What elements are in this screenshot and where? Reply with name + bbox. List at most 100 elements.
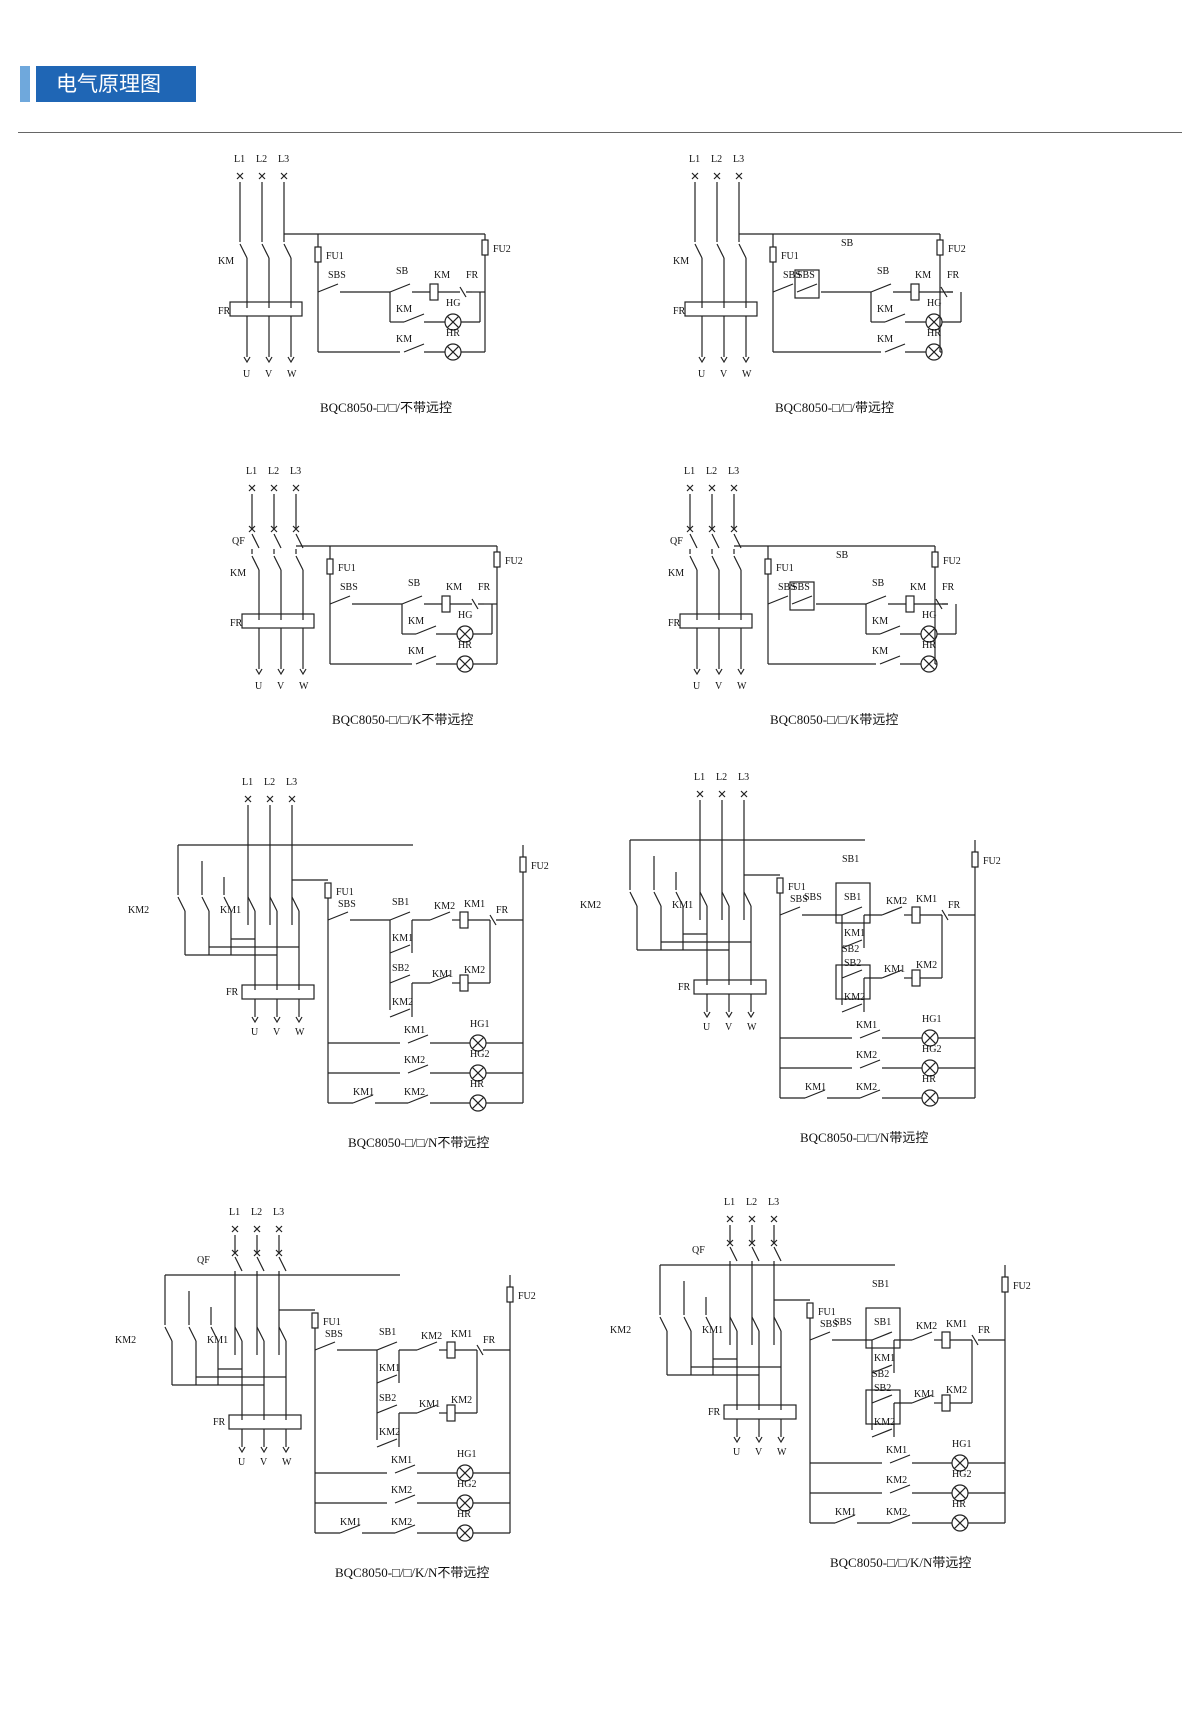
remote-box-1	[865, 1307, 901, 1349]
line-label: L1	[246, 466, 257, 477]
out-label: V	[277, 681, 285, 692]
no-contact	[394, 1464, 416, 1474]
diagram-caption: BQC8050-□/□/带远控	[775, 400, 894, 415]
power-contact	[256, 1256, 265, 1272]
fu1-fuse	[326, 558, 334, 575]
sb1-top-label: SB1	[842, 854, 859, 865]
power-contact	[247, 896, 256, 912]
hg2-label: HG2	[922, 1044, 941, 1055]
sb2-label: SB2	[874, 1383, 891, 1394]
output-arrow	[265, 356, 273, 364]
lamp2-contact-label: KM2	[391, 1485, 412, 1496]
out-label: W	[742, 369, 752, 380]
no-contact	[871, 1331, 893, 1341]
hr-label: HR	[458, 640, 472, 651]
power-contact	[273, 555, 282, 571]
lamp-cross	[458, 1496, 472, 1510]
power-contact	[689, 533, 698, 549]
no-contact	[394, 1494, 416, 1504]
terminal-mark	[686, 484, 694, 492]
no-contact	[376, 1438, 398, 1448]
terminal-mark	[696, 790, 704, 798]
fu1-fuse	[314, 246, 322, 263]
terminal-mark	[748, 1239, 756, 1247]
sbs-label: SBS	[340, 582, 358, 593]
out-label: V	[265, 369, 273, 380]
power-contact	[164, 1326, 173, 1342]
row1-interlock-label: KM2	[421, 1331, 442, 1342]
remote-box-1	[835, 882, 871, 924]
fr-block	[723, 1404, 797, 1420]
fr-block	[684, 301, 758, 317]
line-label: L3	[733, 154, 744, 165]
no-contact	[407, 1094, 429, 1104]
power-contact	[269, 896, 278, 912]
fu1-fuse	[769, 246, 777, 263]
no-contact	[376, 1341, 398, 1351]
terminal-mark	[740, 790, 748, 798]
terminal-mark	[236, 172, 244, 180]
fu2-fuse	[519, 856, 527, 873]
row1-interlock-label: KM2	[434, 901, 455, 912]
hold-label: KM	[877, 304, 893, 315]
hg-label: HG	[927, 298, 941, 309]
power-contact	[729, 1316, 738, 1332]
output-arrow	[282, 1446, 290, 1454]
sbs-label: SBS	[820, 1319, 838, 1330]
output-arrow	[299, 668, 307, 676]
sb1-label: SB1	[392, 897, 409, 908]
output-arrow	[725, 1011, 733, 1019]
remote-box	[794, 269, 820, 299]
hg-label: HG	[446, 298, 460, 309]
power-contact	[711, 533, 720, 549]
lamp-cross	[446, 345, 460, 359]
line-label: L3	[290, 466, 301, 477]
power-contact	[751, 1316, 760, 1332]
no-contact	[879, 655, 901, 665]
power-contact	[273, 533, 282, 549]
page-title: 电气原理图	[36, 66, 196, 102]
no-contact	[881, 969, 903, 979]
hr-label: HR	[457, 1509, 471, 1520]
fr-contact	[471, 598, 484, 610]
terminal-mark	[292, 525, 300, 533]
qf-label: QF	[232, 536, 245, 547]
remote-box-2	[835, 964, 871, 1000]
fu1-label: FU1	[788, 882, 806, 893]
no-contact	[394, 1524, 416, 1534]
output-arrow	[277, 668, 285, 676]
lamp3-contact-a-label: KM1	[353, 1087, 374, 1098]
km-hr-label: KM	[872, 646, 888, 657]
no-contact	[407, 1034, 429, 1044]
fr-block	[693, 979, 767, 995]
power-contact	[234, 1326, 243, 1342]
fu1-fuse	[764, 558, 772, 575]
power-contact	[291, 896, 300, 912]
power-contact	[261, 243, 270, 259]
line-label: L2	[716, 772, 727, 783]
sbs2-label: SBS	[834, 1317, 852, 1328]
fr-contact-label: FR	[947, 270, 960, 281]
no-contact	[859, 1029, 881, 1039]
lamp-cross	[927, 315, 941, 329]
fu2-fuse	[506, 1286, 514, 1303]
out-label: U	[243, 369, 251, 380]
out-label: U	[733, 1447, 741, 1458]
no-contact	[416, 1341, 438, 1351]
out-label: W	[282, 1457, 292, 1468]
line-label: L2	[251, 1207, 262, 1218]
no-contact	[809, 1331, 831, 1341]
power-contact	[721, 891, 730, 907]
fu2-fuse	[931, 551, 939, 568]
out-label: V	[260, 1457, 268, 1468]
sbs-label: SBS	[778, 582, 796, 593]
row1-interlock-label: KM2	[916, 1321, 937, 1332]
output-arrow	[693, 668, 701, 676]
coil	[446, 1404, 456, 1422]
row2-coil-label: KM2	[464, 965, 485, 976]
output-arrow	[287, 356, 295, 364]
power-contact	[177, 896, 186, 912]
hold1-label: KM1	[379, 1363, 400, 1374]
lamp1-contact-label: KM1	[391, 1455, 412, 1466]
